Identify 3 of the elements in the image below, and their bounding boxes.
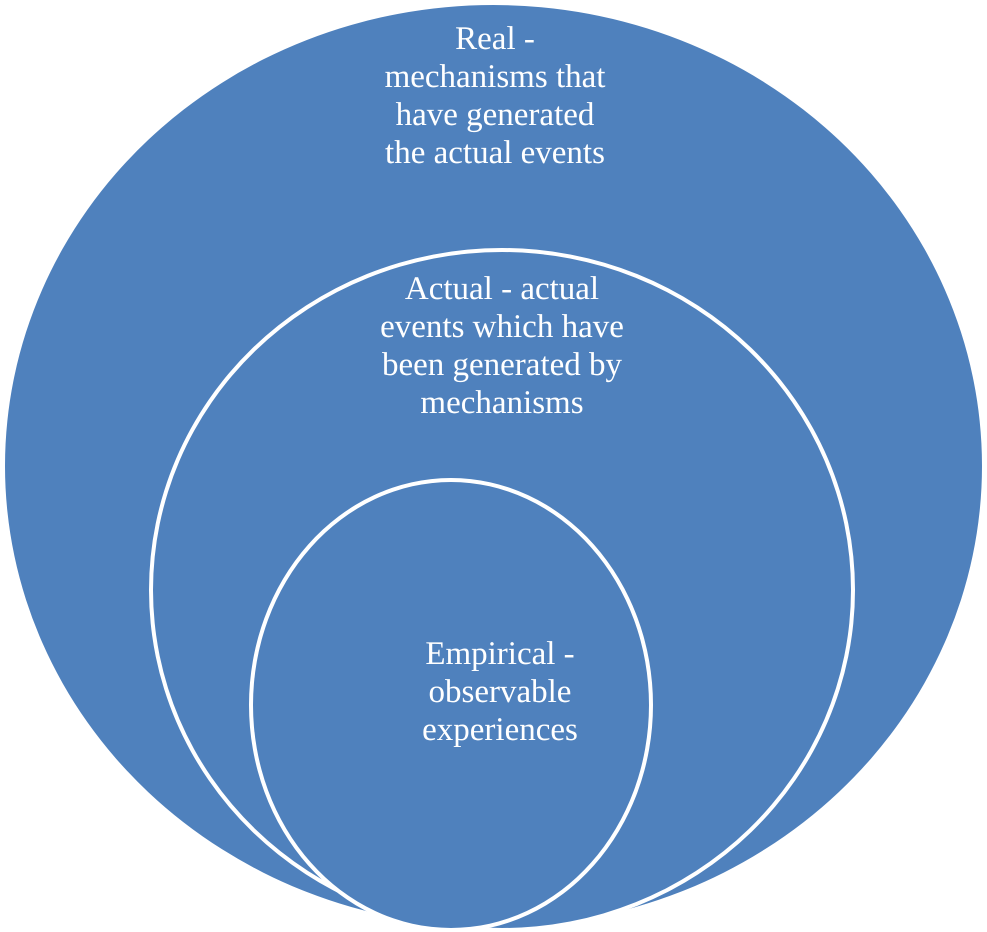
circle-label: Real - mechanisms that have generated the actual events	[384, 20, 606, 172]
circle-label: Empirical - observable experiences	[421, 635, 579, 749]
circle-label: Actual - actual events which have been generated by mechanisms	[379, 270, 625, 422]
